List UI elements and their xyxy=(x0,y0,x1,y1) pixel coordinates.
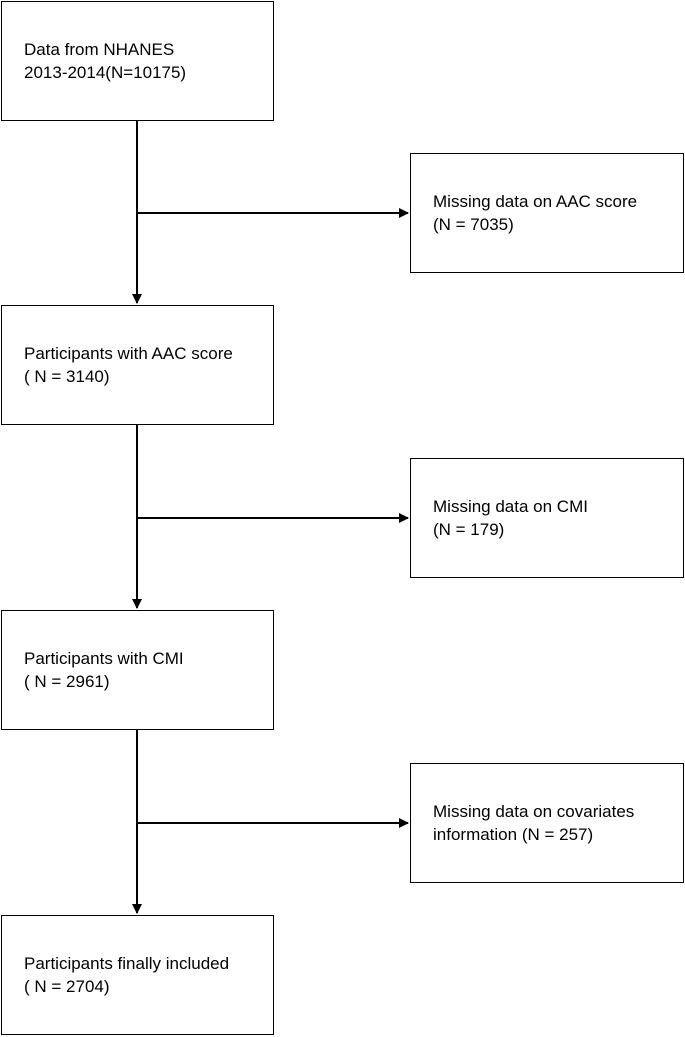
exclusion-box-line1: Missing data on AAC score xyxy=(433,192,638,211)
step-box-cmi-participants: Participants with CMI ( N = 2961) xyxy=(1,610,274,730)
step-box-line1: Participants with AAC score xyxy=(24,344,233,363)
exclusion-box-line2: information (N = 257) xyxy=(433,825,594,844)
exclusion-box-cmi: Missing data on CMI (N = 179) xyxy=(410,458,684,578)
exclusion-box-line1: Missing data on covariates xyxy=(433,802,635,821)
step-box-line1: Participants with CMI xyxy=(24,649,184,668)
step-box-line1: Participants finally included xyxy=(24,954,230,973)
exclusion-box-line2: (N = 7035) xyxy=(433,215,514,234)
step-box-aac-participants: Participants with AAC score ( N = 3140) xyxy=(1,305,274,425)
step-box-line1: Data from NHANES xyxy=(24,40,175,59)
exclusion-box-aac-score: Missing data on AAC score (N = 7035) xyxy=(410,153,684,273)
step-box-line2: ( N = 2704) xyxy=(24,977,110,996)
step-box-final-participants: Participants finally included ( N = 2704… xyxy=(1,915,274,1035)
step-box-line2: ( N = 3140) xyxy=(24,367,110,386)
step-box-line2: ( N = 2961) xyxy=(24,672,110,691)
step-box-line2: 2013-2014(N=10175) xyxy=(24,63,187,82)
step-box-nhanes-data: Data from NHANES 2013-2014(N=10175) xyxy=(1,1,274,121)
exclusion-box-line2: (N = 179) xyxy=(433,520,505,539)
exclusion-box-line1: Missing data on CMI xyxy=(433,497,588,516)
exclusion-box-covariates: Missing data on covariates information (… xyxy=(410,763,684,883)
